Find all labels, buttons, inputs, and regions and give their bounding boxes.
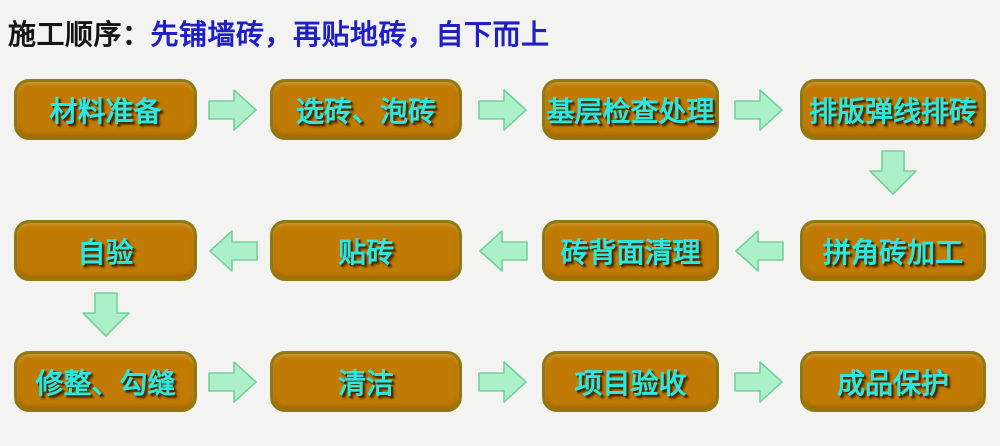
box-label: 排版弹线排砖 xyxy=(808,95,977,127)
box-label: 贴砖 xyxy=(337,236,394,268)
box-cleaning: 清洁 xyxy=(270,351,462,412)
box-material-preparation: 材料准备 xyxy=(14,79,197,140)
box-select-soak-bricks: 选砖、泡砖 xyxy=(270,79,462,140)
arrow-right-icon xyxy=(208,359,258,405)
box-label: 成品保护 xyxy=(836,367,949,399)
box-label: 项目验收 xyxy=(574,367,687,399)
box-label: 拼角砖加工 xyxy=(822,236,963,268)
box-label: 基层检查处理 xyxy=(546,95,715,127)
arrow-down-icon xyxy=(77,292,135,338)
box-corner-brick-processing: 拼角砖加工 xyxy=(800,220,986,281)
box-label: 选砖、泡砖 xyxy=(295,95,436,127)
box-brick-back-cleaning: 砖背面清理 xyxy=(542,220,719,281)
box-label: 材料准备 xyxy=(49,95,162,127)
box-trim-grouting: 修整、勾缝 xyxy=(14,351,197,412)
page-title: 施工顺序：先铺墙砖，再贴地砖，自下而上 xyxy=(8,13,550,53)
box-label: 自验 xyxy=(77,236,134,268)
arrow-left-icon xyxy=(478,228,528,274)
arrow-right-icon xyxy=(734,87,784,133)
box-base-layer-inspection: 基层检查处理 xyxy=(542,79,719,140)
arrow-left-icon xyxy=(734,228,784,274)
arrow-left-icon xyxy=(208,228,258,274)
arrow-right-icon xyxy=(734,359,784,405)
title-highlight: 先铺墙砖，再贴地砖，自下而上 xyxy=(150,19,550,50)
arrow-right-icon xyxy=(478,87,528,133)
title-prefix: 施工顺序： xyxy=(8,19,151,50)
box-label: 修整、勾缝 xyxy=(35,367,176,399)
arrow-right-icon xyxy=(478,359,528,405)
box-project-acceptance: 项目验收 xyxy=(542,351,719,412)
arrow-right-icon xyxy=(208,87,258,133)
box-finished-product-protection: 成品保护 xyxy=(800,351,986,412)
box-label: 清洁 xyxy=(337,367,394,399)
box-self-inspection: 自验 xyxy=(14,220,197,281)
box-tile-laying: 贴砖 xyxy=(270,220,462,281)
box-layout-chalk-line: 排版弹线排砖 xyxy=(800,79,986,140)
box-label: 砖背面清理 xyxy=(560,236,701,268)
arrow-down-icon xyxy=(864,150,922,196)
